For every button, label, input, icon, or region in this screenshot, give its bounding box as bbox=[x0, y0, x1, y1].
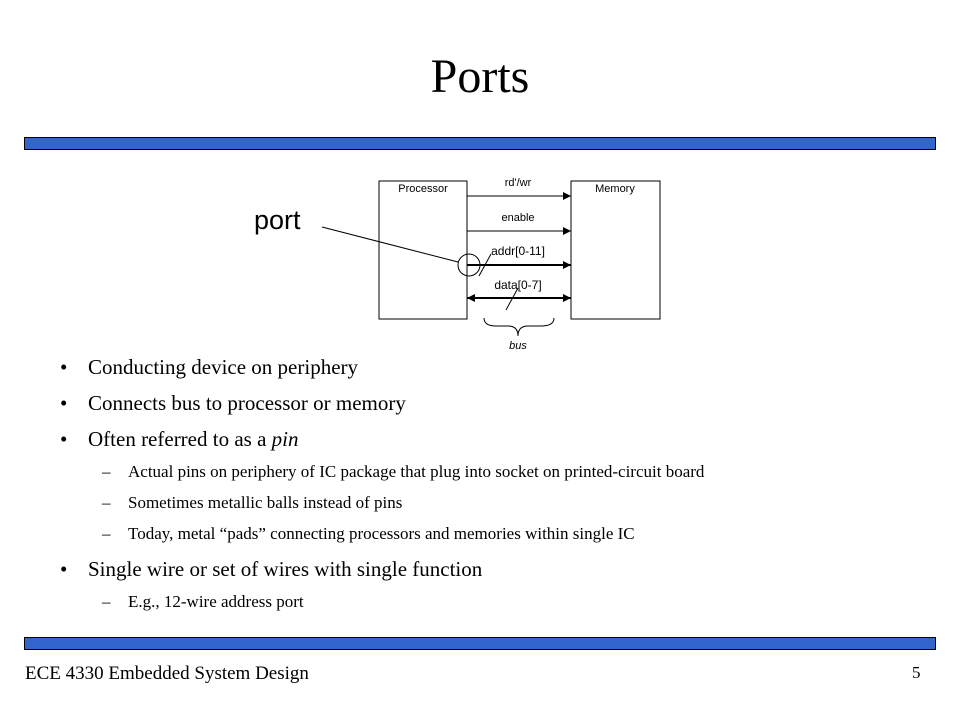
pin-emphasis: pin bbox=[271, 427, 299, 451]
bullet-item: Connects bus to processor or memory bbox=[60, 388, 940, 418]
footer-course-title: ECE 4330 Embedded System Design bbox=[25, 663, 309, 684]
footer-divider-bar bbox=[24, 637, 936, 650]
bus-width-slash-addr bbox=[478, 253, 492, 277]
bullet-item: Conducting device on periphery bbox=[60, 352, 940, 382]
bullet-item: Often referred to as a pin bbox=[60, 424, 940, 454]
sub-bullet-item: E.g., 12-wire address port bbox=[60, 590, 940, 614]
bus-label: bus bbox=[509, 340, 527, 352]
memory-label: Memory bbox=[595, 183, 635, 195]
port-callout-label: port bbox=[254, 205, 301, 235]
processor-label: Processor bbox=[398, 183, 448, 195]
signal-label-rdwr: rd'/wr bbox=[505, 177, 532, 189]
page-number: 5 bbox=[912, 663, 921, 682]
signal-label-addr: addr[0-11] bbox=[491, 244, 545, 258]
title-divider-bar bbox=[24, 137, 936, 150]
port-callout-circle bbox=[457, 253, 481, 277]
bullet-list: Conducting device on periphery Connects … bbox=[60, 352, 940, 621]
signal-label-enable: enable bbox=[501, 212, 534, 224]
bullet-item: Single wire or set of wires with single … bbox=[60, 554, 940, 584]
sub-bullet-item: Sometimes metallic balls instead of pins bbox=[60, 491, 940, 515]
slide-title: Ports bbox=[430, 50, 530, 103]
bus-width-slash-data bbox=[505, 287, 519, 311]
bus-brace bbox=[483, 317, 555, 337]
sub-bullet-item: Actual pins on periphery of IC package t… bbox=[60, 460, 940, 484]
processor-box bbox=[378, 180, 468, 320]
port-callout-line bbox=[321, 226, 459, 263]
signal-label-data: data[0-7] bbox=[494, 278, 541, 292]
memory-box bbox=[570, 180, 661, 320]
sub-bullet-item: Today, metal “pads” connecting processor… bbox=[60, 522, 940, 546]
